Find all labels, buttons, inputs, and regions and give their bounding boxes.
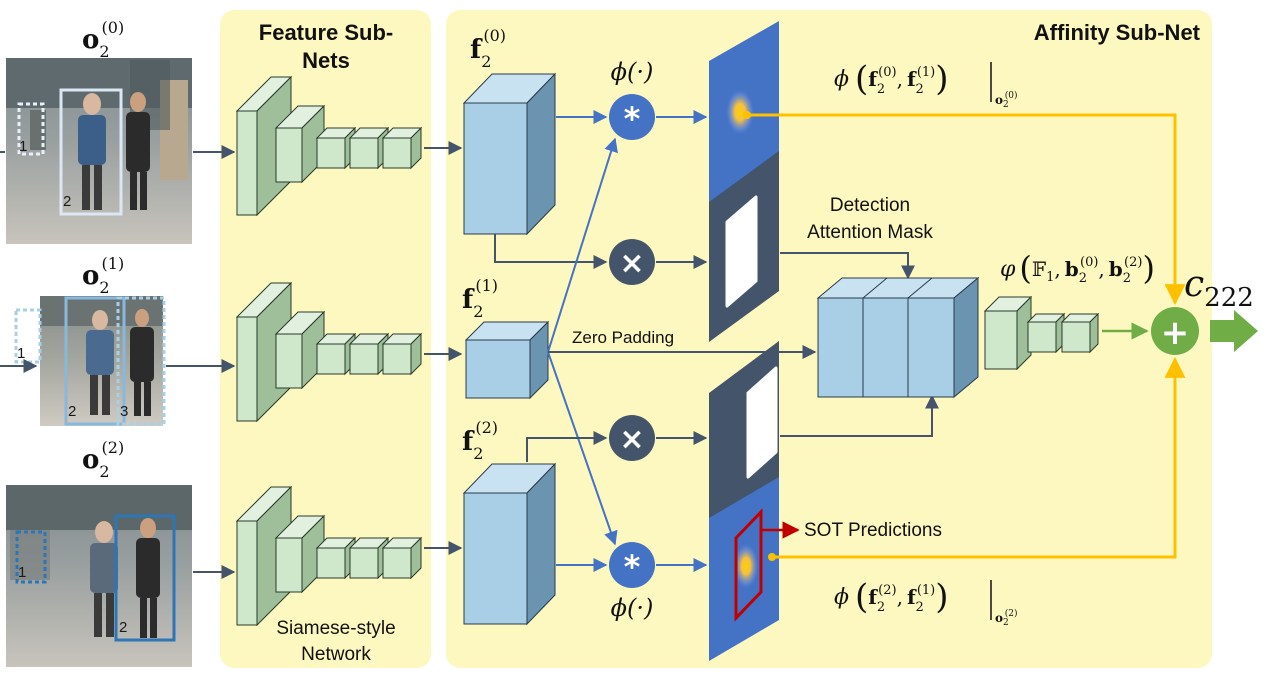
bbox-2-2-label: 2 <box>119 619 127 636</box>
svg-text:×: × <box>619 246 644 281</box>
bbox-2-1 <box>15 530 47 584</box>
sot-prediction-box <box>734 508 763 622</box>
mult-op-bottom: × <box>609 415 655 461</box>
affinity-subnet-title: Affinity Sub-Net <box>1034 20 1201 45</box>
feature-label-f0: f2(0) <box>470 26 506 71</box>
svg-text:ϕ(f2(0),f2(1)): ϕ(f2(0),f2(1)) <box>834 59 949 99</box>
detection-mask-label: Detection <box>830 195 910 216</box>
output-arrow <box>1210 310 1258 352</box>
phi-symbol-top: ϕ(·) <box>611 58 654 86</box>
svg-text:+: + <box>1161 313 1190 353</box>
feature-subnets-title: Feature Sub- <box>259 20 393 45</box>
bbox-1-1-label: 1 <box>17 345 25 362</box>
heatmap-bottom <box>709 477 779 661</box>
siamese-label-cont: Network <box>301 644 371 665</box>
bbox-1-2-label: 2 <box>68 403 76 420</box>
yellow-dot-top <box>743 111 751 119</box>
feature-net-2-layer-5 <box>381 536 423 580</box>
feature-subnets-title-cont: Nets <box>302 48 350 73</box>
concat-tensor <box>816 276 980 399</box>
feature-net-1-layer-4 <box>348 332 390 376</box>
input-label-1: o2(1) <box>82 254 124 297</box>
feature-subnets <box>235 75 423 627</box>
feature-label-f1: f2(1) <box>462 276 498 321</box>
feature-net-1-layer-5 <box>381 332 423 376</box>
input-photo-1 <box>40 296 163 426</box>
feature-net-0-layer-4 <box>348 126 390 170</box>
feature-net-2-layer-3 <box>315 536 357 580</box>
arrow-f0-to-mult-top <box>494 234 608 269</box>
conv-op-bottom: * <box>609 542 655 588</box>
affinity-head-layer-3 <box>1060 312 1100 354</box>
formula-phi-top: ϕ(·) ϕ(f2(0),f2(1)) o2(0) <box>834 59 1018 110</box>
arrow-f1-to-conv-bottom <box>547 351 618 546</box>
arrow-mask-top-to-concat <box>780 252 915 280</box>
conv-op-top: * <box>609 94 655 140</box>
output-label: c222 <box>1184 264 1254 313</box>
formula-phi-bottom: ϕ(f2(2),f2(1)) o2(2) <box>834 577 1018 628</box>
input-label-2: o2(2) <box>82 438 124 481</box>
svg-text:o2(2): o2(2) <box>995 608 1018 628</box>
svg-text:φ(𝔽1,b2(0),b2(2)): φ(𝔽1,b2(0),b2(2)) <box>1000 249 1155 287</box>
bbox-1-3 <box>116 296 166 426</box>
formula-varphi: φ(𝔽1,b2(0),b2(2)) <box>1000 249 1155 287</box>
siamese-label: Siamese-style <box>276 618 395 639</box>
feature-map-f1 <box>464 320 550 400</box>
attention-mask-bottom <box>709 341 779 530</box>
bbox-0-2 <box>59 88 123 216</box>
feature-net-0-layer-5 <box>381 126 423 170</box>
attention-mask-top <box>709 151 779 342</box>
yellow-path-bottom <box>772 356 1186 559</box>
arrow-f2-to-mult-bottom <box>526 431 608 462</box>
svg-text:o2(0): o2(0) <box>995 90 1018 110</box>
bbox-0-1 <box>17 102 45 156</box>
yellow-path-top <box>747 113 1186 306</box>
input-photo-0 <box>6 58 192 244</box>
arrow-f1-to-conv-top <box>547 137 618 353</box>
bbox-2-1-label: 1 <box>18 564 26 581</box>
bbox-0-1-label: 1 <box>19 138 27 155</box>
svg-text:×: × <box>619 422 644 457</box>
feature-net-0-layer-3 <box>315 126 357 170</box>
detection-mask-label-cont: Attention Mask <box>807 222 933 243</box>
affinity-head <box>983 295 1100 371</box>
bbox-2-2 <box>114 514 176 642</box>
arrow-mask-bottom-to-concat <box>780 394 939 437</box>
svg-text:*: * <box>624 548 641 586</box>
affinity-head-layer-1 <box>983 295 1033 371</box>
affinity-head-layer-2 <box>1026 312 1066 354</box>
bbox-1-3-label: 3 <box>120 403 128 420</box>
svg-text:*: * <box>624 100 641 138</box>
mult-op-top: × <box>609 239 655 285</box>
sot-predictions-label: SOT Predictions <box>804 520 942 541</box>
yellow-dot-bottom <box>768 553 776 561</box>
sum-op: + <box>1151 307 1199 355</box>
input-label-0: o2(0) <box>82 18 124 61</box>
phi-symbol-bottom: ϕ(·) <box>611 594 654 622</box>
svg-text:ϕ(f2(2),f2(1)): ϕ(f2(2),f2(1)) <box>834 577 949 617</box>
feature-net-2-layer-4 <box>348 536 390 580</box>
bbox-1-2 <box>64 296 126 426</box>
feature-net-1-layer-3 <box>315 332 357 376</box>
bbox-0-2-label: 2 <box>63 193 71 210</box>
feature-map-f0 <box>462 72 557 236</box>
feature-label-f2: f2(2) <box>462 418 498 463</box>
zero-padding-label: Zero Padding <box>572 328 674 347</box>
feature-map-f2 <box>462 462 557 626</box>
